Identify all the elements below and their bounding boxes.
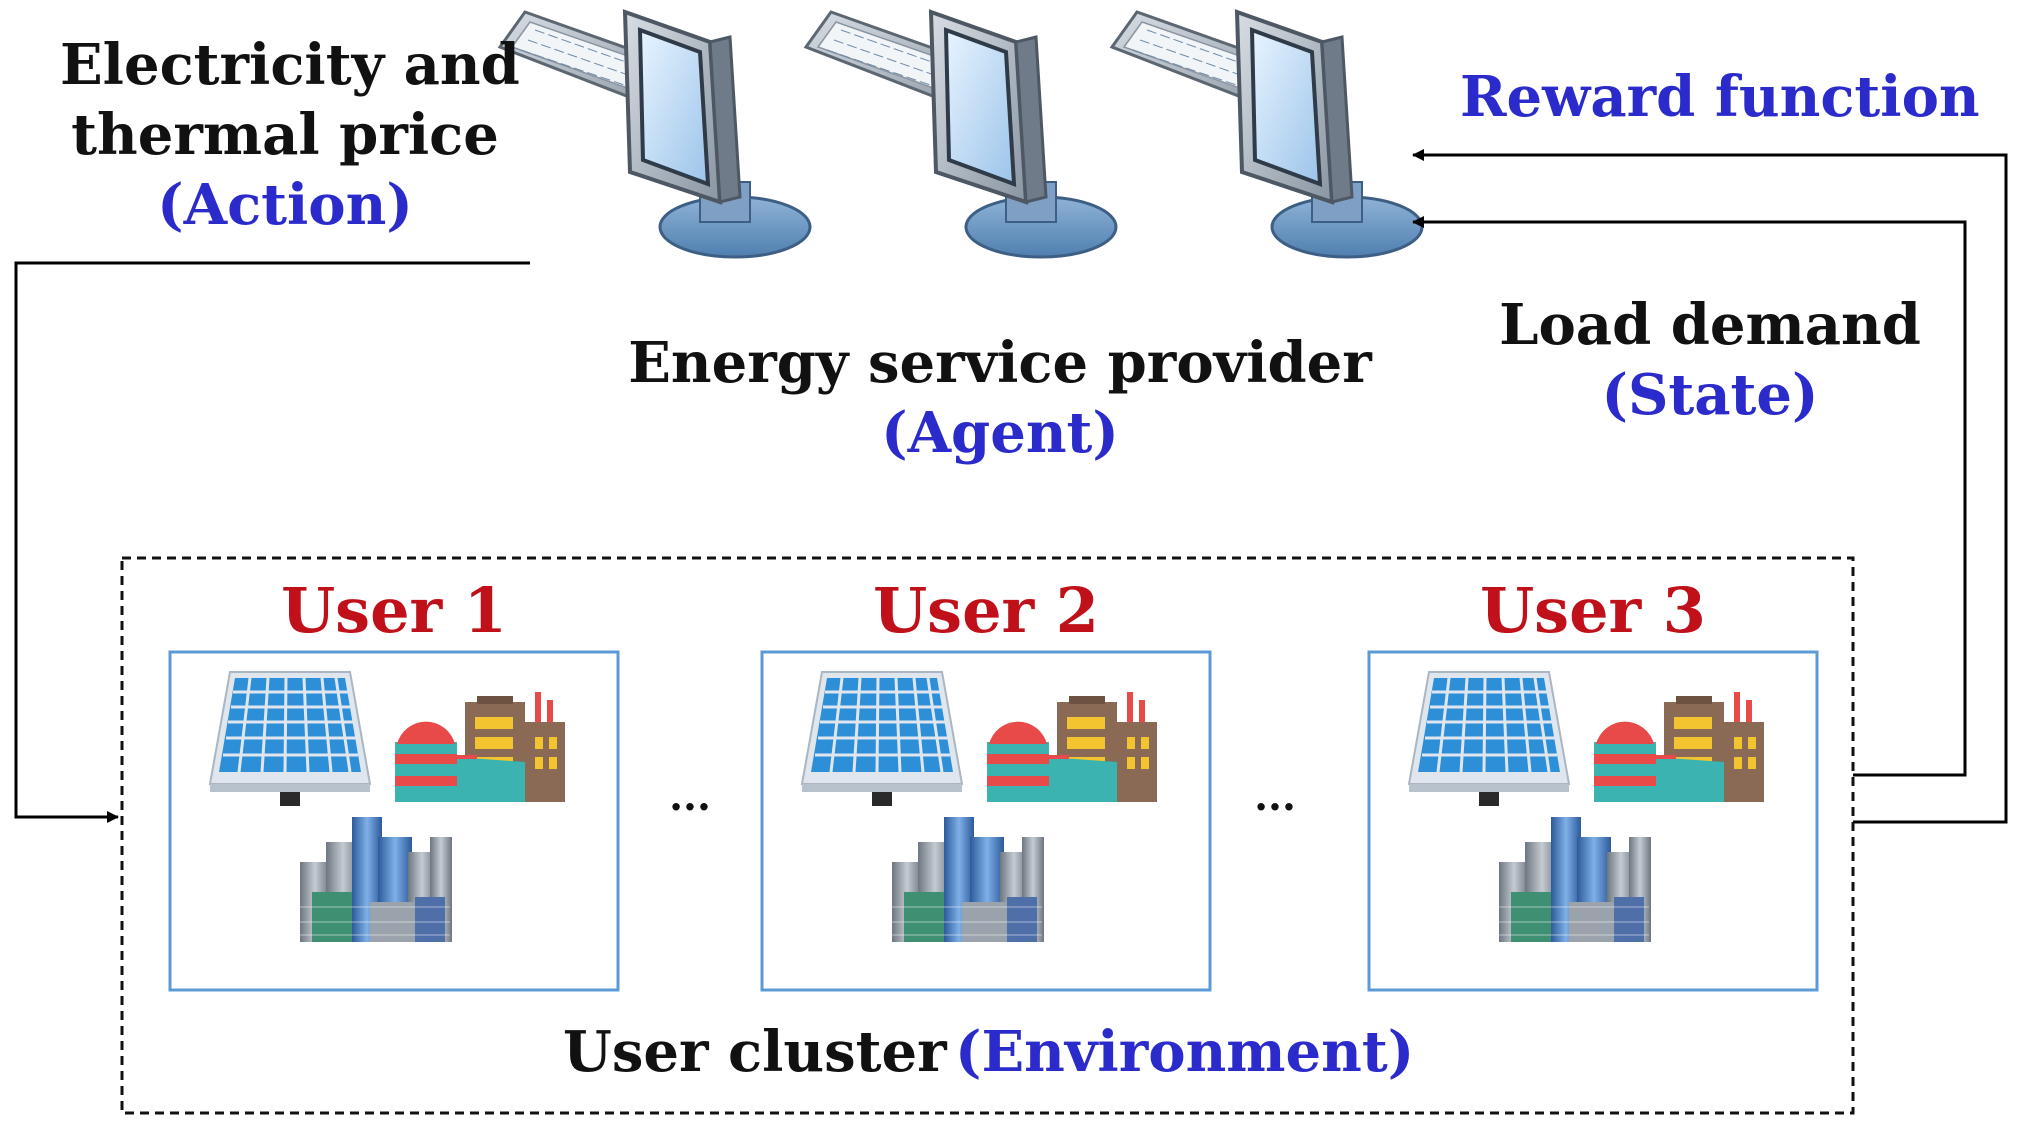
reward-label: Reward function <box>1460 64 1980 130</box>
state-label-line1: Load demand <box>1499 292 1921 358</box>
action-arrow <box>14 261 530 823</box>
environment-title: User cluster <box>563 1019 947 1085</box>
computer-1-icon <box>498 10 812 259</box>
user-1-label: User 1 <box>281 574 507 647</box>
computer-2-icon <box>804 10 1118 259</box>
action-role-label: (Action) <box>157 172 413 238</box>
agent-role-label: (Agent) <box>881 400 1119 466</box>
user-3-label: User 3 <box>1480 574 1706 647</box>
state-arrow <box>1412 216 1967 777</box>
environment-box <box>120 556 1855 1115</box>
agent-title: Energy service provider <box>628 330 1372 396</box>
user-2-label: User 2 <box>873 574 1099 647</box>
action-label-line2: thermal price <box>71 102 499 168</box>
reward-arrow <box>1412 149 2008 824</box>
environment-role-label: (Environment) <box>955 1019 1415 1085</box>
state-role-label: (State) <box>1601 362 1819 428</box>
computer-3-icon <box>1110 10 1424 259</box>
action-label-line1: Electricity and <box>60 32 520 98</box>
ellipsis-2: ... <box>1254 773 1296 820</box>
ellipsis-1: ... <box>669 773 711 820</box>
